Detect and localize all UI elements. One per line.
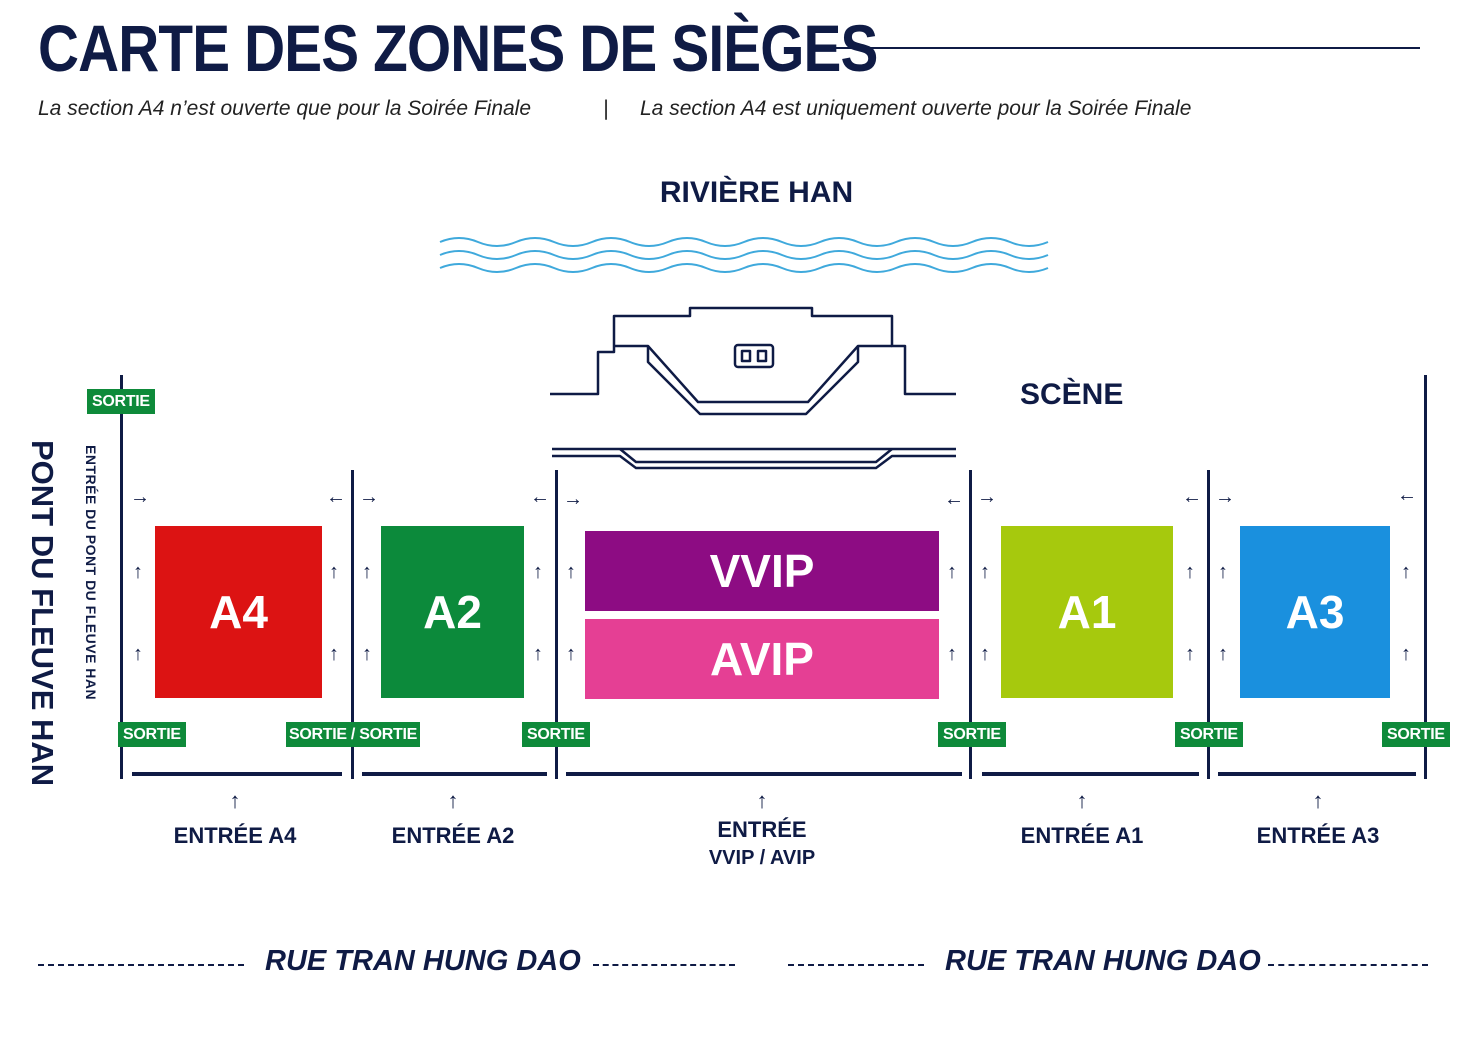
entrance-a4-label: ENTRÉE A4: [173, 823, 297, 848]
bar-a1: [982, 772, 1199, 776]
exit-a3-right: SORTIE: [1382, 722, 1450, 747]
arrow-up-icon: ↑: [133, 561, 143, 583]
barrier-right: [1424, 375, 1427, 779]
arrow-up-icon: ↑: [566, 643, 576, 665]
arrow-up-icon: ↑: [980, 643, 990, 665]
barrier-left: [120, 375, 123, 779]
barrier-a4-a2: [351, 470, 354, 779]
bar-a4: [132, 772, 342, 776]
subtitle-separator: |: [603, 97, 609, 120]
arrow-up-icon: ↑: [980, 561, 990, 583]
zone-a4[interactable]: A4: [155, 526, 322, 698]
bar-vip: [566, 772, 962, 776]
arrow-up-icon: ↑: [1185, 643, 1195, 665]
bar-a2: [362, 772, 547, 776]
arrow-right-icon: →: [359, 486, 379, 508]
arrow-right-icon: →: [563, 488, 583, 510]
subtitle-left: La section A4 n’est ouverte que pour la …: [38, 97, 532, 120]
exit-a4-a2: SORTIE / SORTIE: [286, 722, 420, 747]
arrow-up-icon: ↑: [362, 643, 372, 665]
exit-top-left: SORTIE: [87, 389, 155, 414]
barrier-a1-a3: [1207, 470, 1210, 779]
arrow-up-icon: ↑: [447, 788, 459, 813]
entrance-a4: ↑ ENTRÉE A4: [160, 788, 310, 850]
entrance-vip: ↑ ENTRÉE VVIP / AVIP: [682, 788, 842, 872]
arrow-left-icon: ←: [326, 486, 346, 508]
bridge-label: PONT DU FLEUVE HAN: [25, 440, 60, 787]
bridge-entrance-label: ENTRÉE DU PONT DU FLEUVE HAN: [83, 445, 99, 701]
entrance-vip-label-line2: VVIP / AVIP: [708, 847, 816, 869]
street-dash: [38, 964, 244, 966]
scene-label: SCÈNE: [1020, 378, 1124, 411]
arrow-up-icon: ↑: [329, 561, 339, 583]
entrance-a2: ↑ ENTRÉE A2: [378, 788, 528, 850]
street-label-right: RUE TRAN HUNG DAO: [945, 945, 1261, 977]
street-dash: [1268, 964, 1428, 966]
exit-a4-left: SORTIE: [118, 722, 186, 747]
water-waves-icon: [439, 237, 1049, 273]
barrier-vip-a1: [969, 470, 972, 779]
subtitle-right: La section A4 est uniquement ouverte pou…: [640, 97, 1192, 120]
zone-a1[interactable]: A1: [1001, 526, 1173, 698]
barrier-a2-vip: [555, 470, 558, 779]
arrow-right-icon: →: [977, 486, 997, 508]
arrow-up-icon: ↑: [947, 643, 957, 665]
entrance-a3-label: ENTRÉE A3: [1256, 823, 1380, 848]
arrow-up-icon: ↑: [533, 561, 543, 583]
street-dash: [593, 964, 735, 966]
arrow-up-icon: ↑: [1076, 788, 1088, 813]
arrow-up-icon: ↑: [533, 643, 543, 665]
arrow-up-icon: ↑: [229, 788, 241, 813]
arrow-right-icon: →: [130, 486, 150, 508]
river-label: RIVIÈRE HAN: [659, 176, 854, 209]
entrance-a1-label: ENTRÉE A1: [1020, 823, 1144, 848]
exit-vip-right: SORTIE: [938, 722, 1006, 747]
zone-a3[interactable]: A3: [1240, 526, 1390, 698]
entrance-vip-label-line1: ENTRÉE: [717, 817, 807, 842]
arrow-left-icon: ←: [944, 488, 964, 510]
arrow-left-icon: ←: [1397, 484, 1417, 506]
arrow-up-icon: ↑: [362, 561, 372, 583]
zone-avip[interactable]: AVIP: [585, 619, 939, 699]
arrow-left-icon: ←: [1182, 486, 1202, 508]
street-dash: [788, 964, 924, 966]
bar-a3: [1218, 772, 1416, 776]
arrow-right-icon: →: [1215, 486, 1235, 508]
arrow-up-icon: ↑: [1401, 643, 1411, 665]
zone-vvip[interactable]: VVIP: [585, 531, 939, 611]
arrow-left-icon: ←: [530, 486, 550, 508]
arrow-up-icon: ↑: [1312, 788, 1324, 813]
title-rule: [822, 47, 1420, 49]
arrow-up-icon: ↑: [756, 788, 768, 813]
arrow-up-icon: ↑: [133, 643, 143, 665]
entrance-a1: ↑ ENTRÉE A1: [1007, 788, 1157, 850]
entrance-a3: ↑ ENTRÉE A3: [1243, 788, 1393, 850]
exit-a2-right: SORTIE: [522, 722, 590, 747]
arrow-up-icon: ↑: [1218, 643, 1228, 665]
zone-a2[interactable]: A2: [381, 526, 524, 698]
arrow-up-icon: ↑: [947, 561, 957, 583]
stage-outline-icon: [550, 306, 956, 470]
arrow-up-icon: ↑: [329, 643, 339, 665]
street-label-left: RUE TRAN HUNG DAO: [265, 945, 581, 977]
page-title: CARTE DES ZONES DE SIÈGES: [38, 11, 878, 85]
arrow-up-icon: ↑: [566, 561, 576, 583]
exit-a1-right: SORTIE: [1175, 722, 1243, 747]
arrow-up-icon: ↑: [1218, 561, 1228, 583]
entrance-a2-label: ENTRÉE A2: [391, 823, 515, 848]
arrow-up-icon: ↑: [1401, 561, 1411, 583]
arrow-up-icon: ↑: [1185, 561, 1195, 583]
